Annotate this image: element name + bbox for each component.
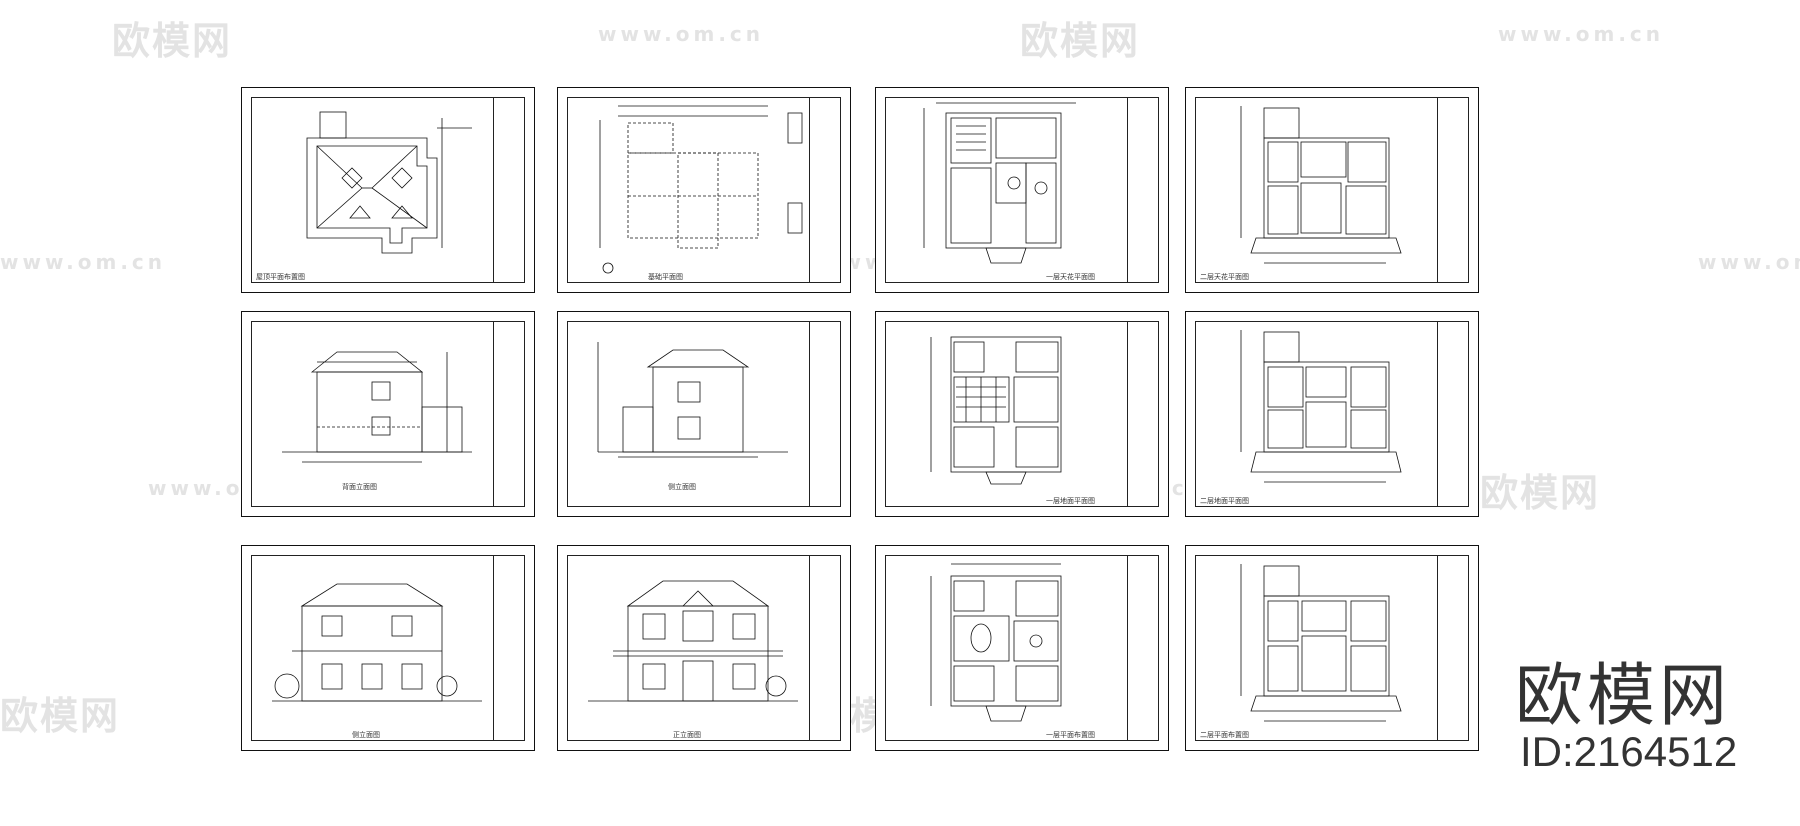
drawing-sheet-front-elevation: 正立面图 — [557, 545, 851, 751]
drawing-sheet-rear-elevation: 背面立面图 — [241, 311, 535, 517]
side-elevation-2-drawing — [272, 583, 482, 702]
ground-layout-plan-drawing — [930, 563, 1062, 722]
sheet-caption: 一层天花平面图 — [1046, 273, 1095, 281]
sheet-caption: 一层平面布置图 — [1046, 731, 1095, 739]
watermark-url: www.om.cn — [0, 250, 167, 274]
front-elevation-drawing — [588, 580, 798, 702]
watermark-logo: 欧模网 — [0, 694, 121, 738]
drawing-sheet-ground-layout-plan: 一层平面布置图 — [875, 545, 1169, 751]
side-elevation-drawing — [597, 342, 788, 458]
sheet-caption: 二层天花平面图 — [1200, 273, 1249, 281]
drawing-sheet-side-elevation-2: 侧立面图 — [241, 545, 535, 751]
drawing-sheet-second-ceiling-plan: 二层天花平面图 — [1185, 87, 1479, 293]
drawing-sheet-roof-plan: 屋顶平面布置图 — [241, 87, 535, 293]
second-floor-plan-drawing — [1240, 330, 1402, 483]
drawing-sheet-foundation-plan: 基础平面图 — [557, 87, 851, 293]
watermark-url: www.om.cn — [1498, 22, 1665, 46]
second-layout-plan-drawing — [1240, 564, 1402, 722]
drawing-sheet-second-floor-plan: 二层地面平面图 — [1185, 311, 1479, 517]
sheet-caption: 屋顶平面布置图 — [256, 273, 305, 281]
drawing-sheet-side-elevation: 侧立面图 — [557, 311, 851, 517]
brand-logo-text: 欧模网 — [1515, 657, 1732, 736]
sheet-caption: 二层平面布置图 — [1200, 731, 1249, 739]
sheet-caption: 二层地面平面图 — [1200, 497, 1249, 505]
drawing-sheet-ground-floor-plan: 一层地面平面图 — [875, 311, 1169, 517]
sheet-caption: 正立面图 — [673, 731, 701, 739]
sheet-caption: 一层地面平面图 — [1046, 497, 1095, 505]
watermark-logo: 欧模网 — [1020, 19, 1141, 63]
ground-floor-plan-drawing — [930, 336, 1062, 485]
model-id: ID:2164512 — [1520, 728, 1738, 775]
watermark-url: www.om.cn — [1698, 250, 1800, 274]
rear-elevation-drawing — [282, 351, 472, 463]
watermark-logo: 欧模网 — [112, 19, 233, 63]
sheet-caption: 侧立面图 — [352, 731, 380, 739]
sheet-caption: 基础平面图 — [648, 273, 683, 281]
sheet-caption: 侧立面图 — [668, 483, 696, 491]
sheet-caption: 背面立面图 — [342, 483, 377, 491]
drawing-sheet-second-layout-plan: 二层平面布置图 — [1185, 545, 1479, 751]
watermark-url: www.om.cn — [598, 22, 765, 46]
roof-plan-drawing — [306, 111, 472, 254]
drawing-sheet-ground-ceiling-plan: 一层天花平面图 — [875, 87, 1169, 293]
watermark-logo: 欧模网 — [1480, 471, 1601, 515]
second-ceiling-plan-drawing — [1240, 106, 1402, 264]
foundation-plan-drawing — [599, 105, 803, 274]
ground-ceiling-plan-drawing — [923, 102, 1076, 264]
